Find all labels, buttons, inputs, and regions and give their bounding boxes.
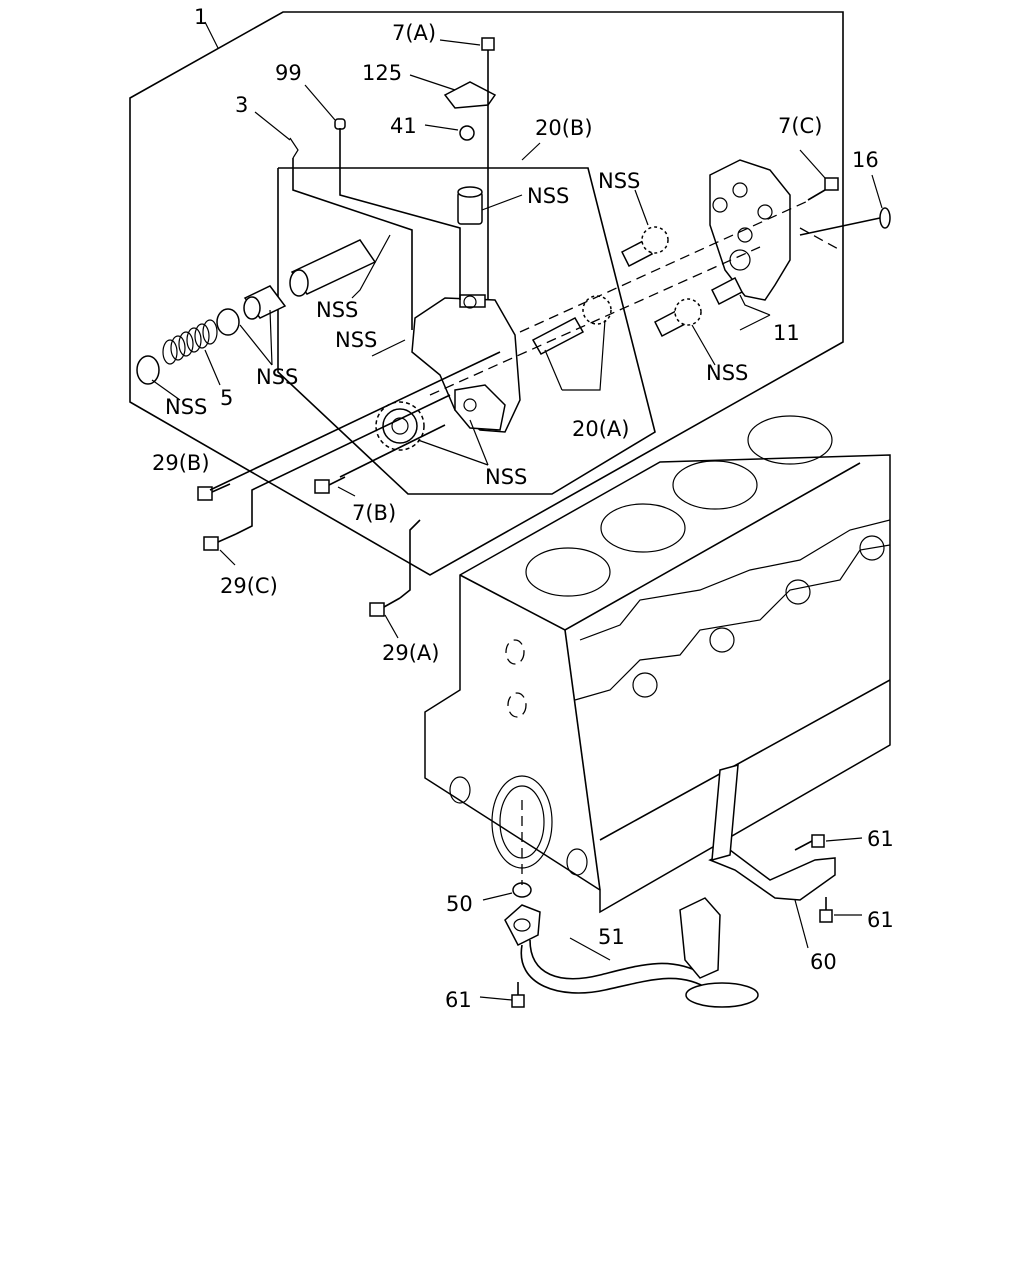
bolt-61-upper [794, 834, 825, 851]
cylinder-bore [600, 503, 686, 553]
shaft-20a [531, 295, 612, 355]
spring [162, 319, 218, 365]
callout-labels: 1 7(A) 125 99 3 41 20(B) 7(C) 16 NSS NSS… [152, 5, 894, 1012]
bolt-7b [314, 476, 346, 494]
assembly-lines [209, 75, 881, 885]
oil-strainer-51 [504, 897, 759, 1008]
shaft-gear-upper [620, 226, 669, 268]
label-61-upper: 61 [867, 827, 894, 851]
label-51: 51 [598, 925, 625, 949]
plug-99 [334, 118, 346, 130]
label-5: 5 [220, 386, 233, 410]
cylinder-bore [525, 547, 611, 597]
dowel-pin-11 [710, 276, 744, 306]
bolt-61-lower [819, 897, 833, 923]
label-7c: 7(C) [778, 114, 822, 138]
plate-125 [443, 81, 497, 109]
shaft-gear-lower [653, 298, 702, 338]
label-7a: 7(A) [392, 21, 436, 45]
split-pin-3 [289, 137, 299, 159]
label-nss-gear-lower: NSS [706, 361, 748, 385]
label-50: 50 [446, 892, 473, 916]
end-cap [136, 355, 160, 385]
assembly-box-1 [129, 11, 844, 576]
drive-gear [375, 401, 425, 451]
label-29b: 29(B) [152, 451, 210, 475]
label-nss-gear-top: NSS [598, 169, 640, 193]
label-nss-cylinder: NSS [316, 298, 358, 322]
oil-pump-body [411, 294, 521, 433]
plug-pair [216, 285, 287, 336]
relief-valve-cylinder [289, 239, 377, 297]
label-125: 125 [362, 61, 402, 85]
gasket-50 [512, 882, 532, 898]
leader-lines [151, 21, 883, 1001]
cylinder-bore [747, 415, 833, 465]
label-nss-gear-drive: NSS [485, 465, 527, 489]
assembly-box-20b [277, 167, 656, 495]
label-29c: 29(C) [220, 574, 278, 598]
engine-block [424, 415, 891, 914]
bolt-61-left [511, 982, 525, 1008]
label-nss-plugs: NSS [256, 365, 298, 389]
bush-sleeve [457, 186, 483, 225]
bolt-7c [807, 177, 839, 201]
bolt-29c [203, 533, 237, 551]
label-7b: 7(B) [352, 501, 396, 525]
label-nss-pin: NSS [335, 328, 377, 352]
cylinder-bore [672, 460, 758, 510]
bolt-29a [369, 597, 401, 617]
label-20b: 20(B) [535, 116, 593, 140]
label-61-left: 61 [445, 988, 472, 1012]
label-41: 41 [390, 114, 417, 138]
label-20a: 20(A) [572, 417, 629, 441]
label-nss-cap: NSS [165, 395, 207, 419]
ball-41 [459, 125, 475, 141]
label-1: 1 [194, 5, 207, 29]
label-99: 99 [275, 61, 302, 85]
label-11: 11 [773, 321, 800, 345]
label-61-lower: 61 [867, 908, 894, 932]
label-29a: 29(A) [382, 641, 439, 665]
label-60: 60 [810, 950, 837, 974]
label-nss-bush: NSS [527, 184, 569, 208]
o-ring-16 [879, 207, 891, 229]
bolt-7a [481, 37, 495, 75]
bracket-60 [708, 763, 836, 901]
label-3: 3 [235, 93, 248, 117]
label-16: 16 [852, 148, 879, 172]
oil-pump-cover [709, 159, 791, 301]
bolt-29b [197, 483, 231, 501]
